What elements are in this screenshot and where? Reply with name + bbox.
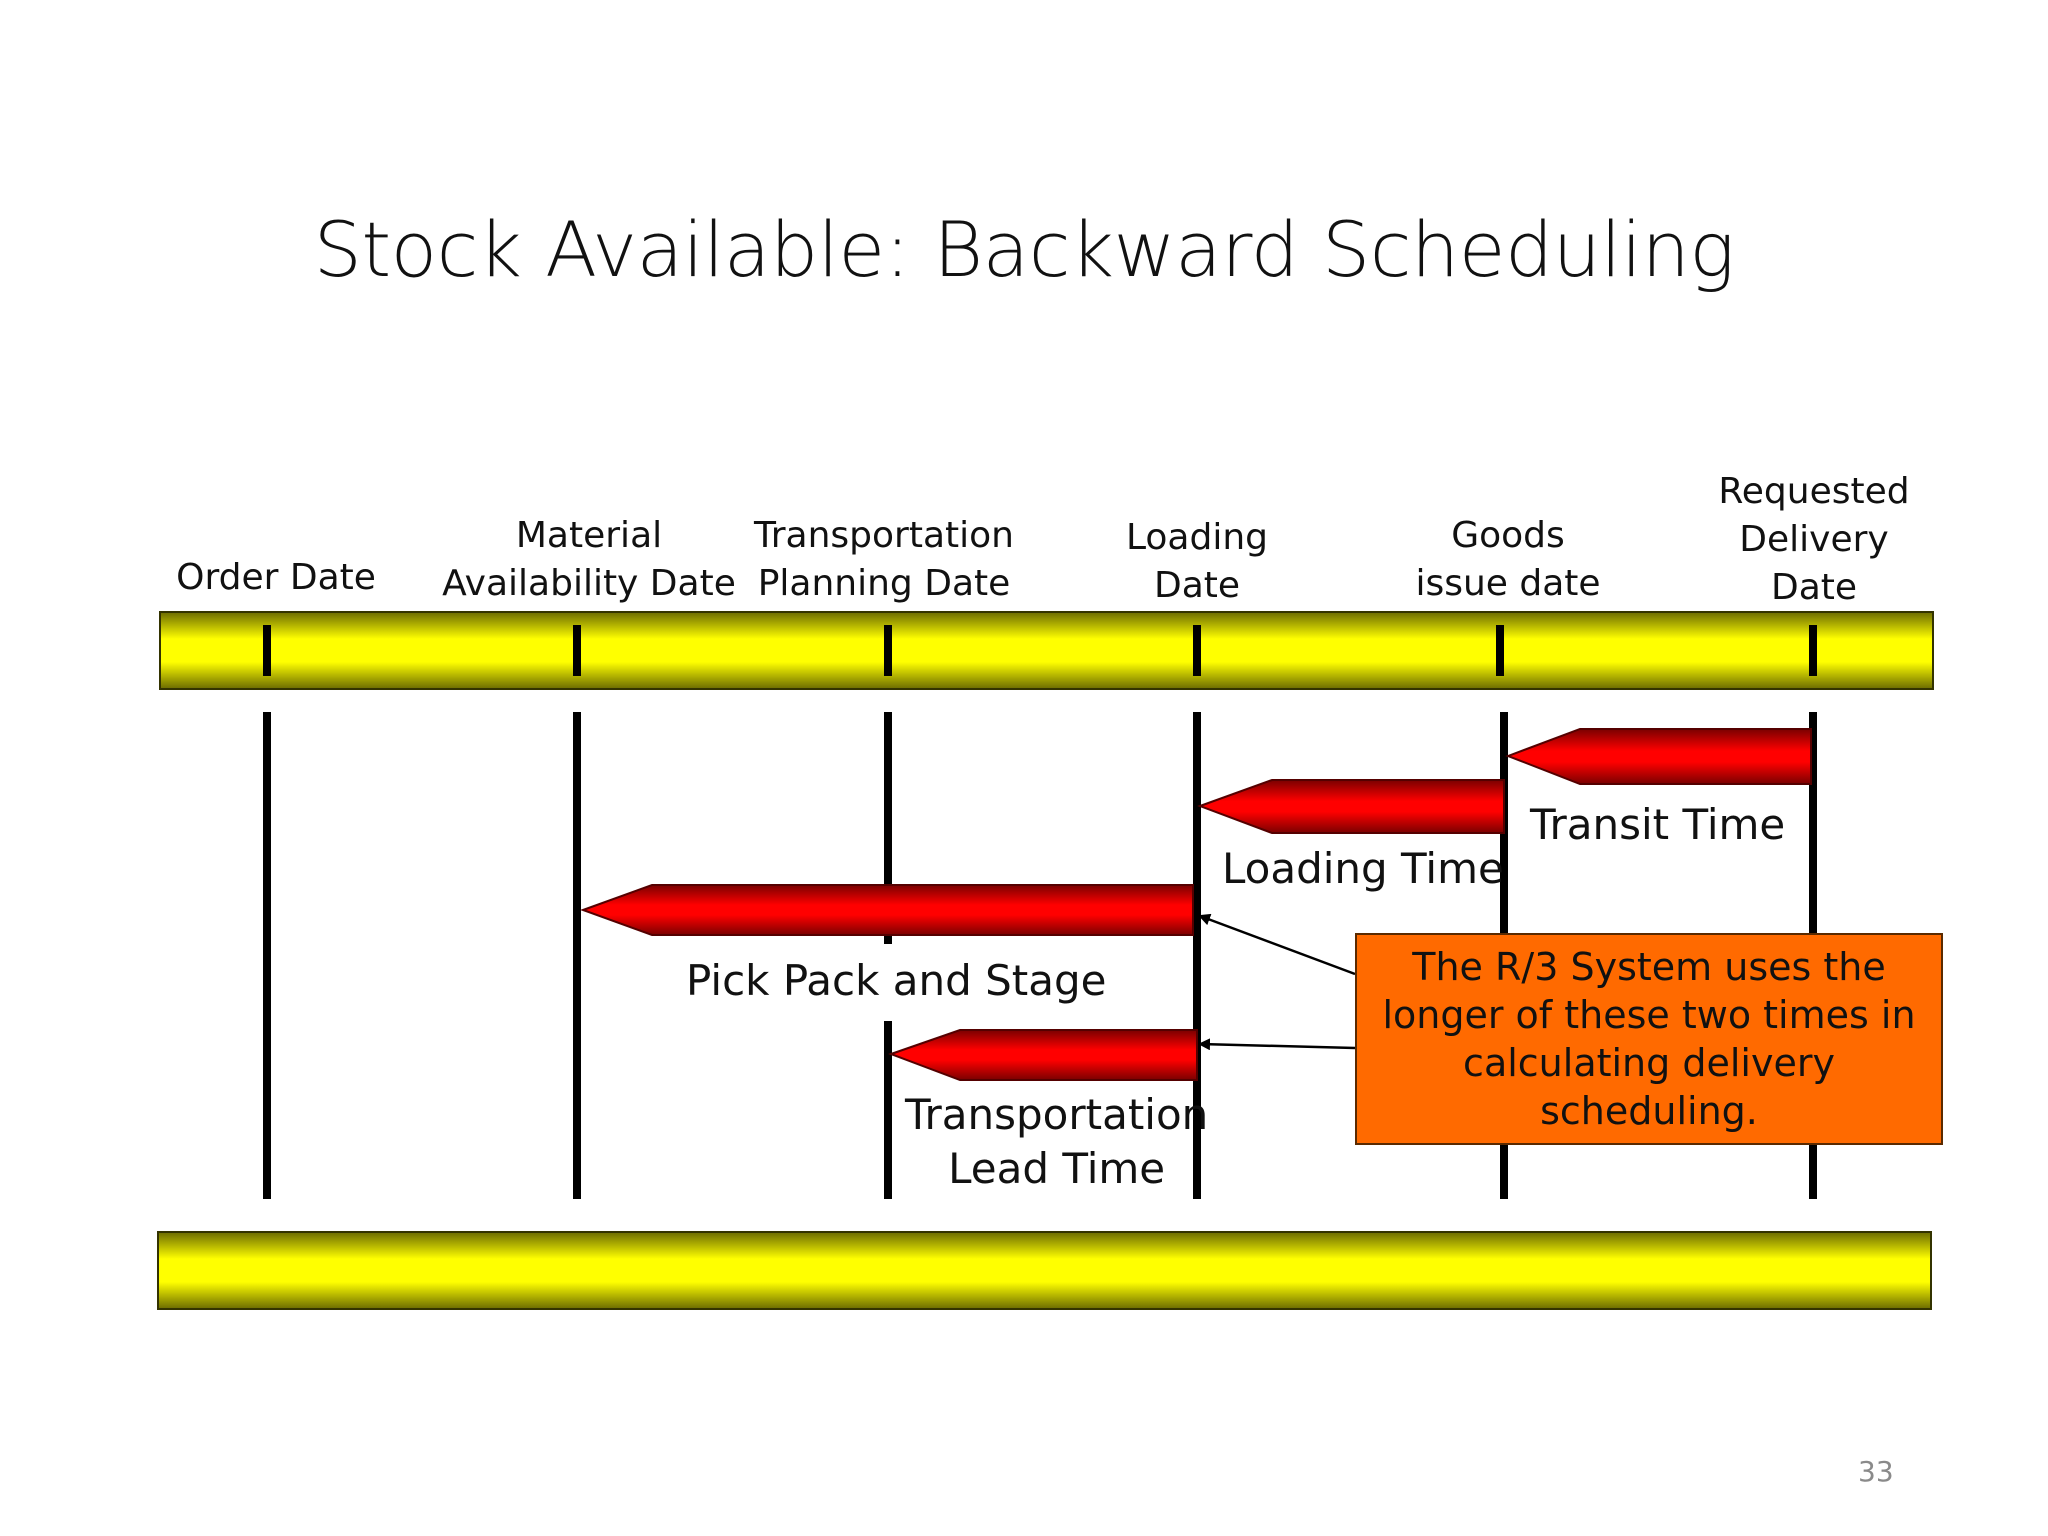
top-timeline-bar <box>159 611 1934 690</box>
label-pick-pack-stage: Pick Pack and Stage <box>686 956 1107 1005</box>
bottom-timeline-bar <box>157 1231 1932 1310</box>
label-loading-time: Loading Time <box>1222 844 1504 893</box>
label-transportation-planning-date: Transportation Planning Date <box>754 515 1014 604</box>
slide-title: Stock Available: Backward Scheduling <box>313 205 1735 294</box>
label-goods-issue-date: Goods issue date <box>1415 515 1601 604</box>
transportation-lead-time-arrow <box>888 1029 1198 1081</box>
pick-pack-stage-arrow <box>580 884 1194 936</box>
callout-pointer-pick-pack <box>1198 913 1356 976</box>
timeline-ticks <box>263 625 1817 676</box>
label-transportation-lead-time: Transportation Lead Time <box>905 1090 1209 1193</box>
label-loading-date: Loading Date <box>1125 517 1269 606</box>
callout-box: The R/3 System uses the longer of these … <box>1355 933 1943 1145</box>
label-order-date: Order Date <box>176 557 376 598</box>
label-transit-time: Transit Time <box>1530 800 1786 849</box>
label-requested-delivery-date: Requested Delivery Date <box>1718 471 1910 608</box>
page-number: 33 <box>1858 1455 1894 1488</box>
label-material-availability-date: Material Availability Date <box>442 515 736 604</box>
loading-time-arrow <box>1197 779 1505 834</box>
transit-time-arrow <box>1505 728 1812 785</box>
callout-pointer-transportation <box>1198 1038 1356 1051</box>
